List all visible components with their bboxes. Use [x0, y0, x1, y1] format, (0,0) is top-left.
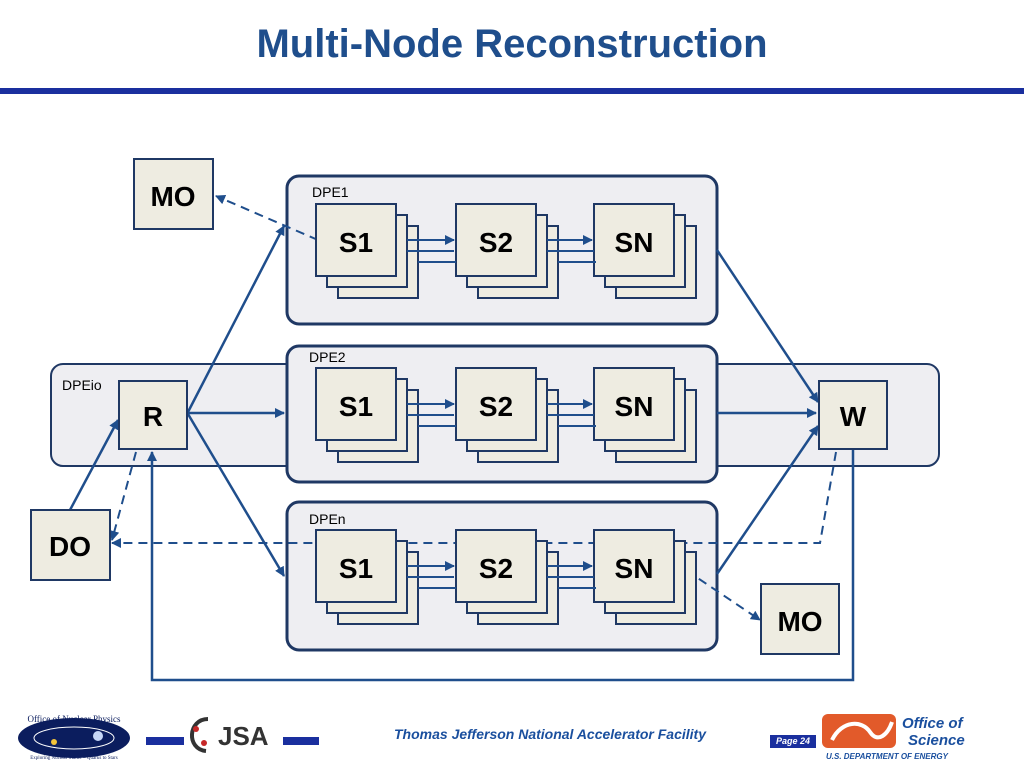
doe-text: U.S. DEPARTMENT OF ENERGY: [826, 752, 949, 761]
dpe2-s2-label: S2: [479, 391, 513, 422]
nuclear-physics-logo: Office of Nuclear Physics Exploring Nucl…: [14, 710, 134, 762]
reader-box: [118, 380, 188, 450]
reader-to-data-out-arrow: [109, 451, 137, 541]
dpe2-sn-box: [593, 367, 675, 441]
dpe1-label: DPE1: [312, 184, 349, 200]
writer-label: W: [840, 401, 867, 432]
nuclear-physics-tagline: Exploring Nuclear Matter – Quarks to Sta…: [30, 756, 118, 761]
dpen-s1-box: [315, 529, 397, 603]
jsa-logo: JSA: [178, 713, 288, 757]
writer-box: [818, 380, 888, 450]
jsa-logo-text: JSA: [218, 721, 269, 751]
footer-bar-left: [146, 737, 184, 745]
dpe1-stage-row: S1 S2 SN: [315, 203, 697, 299]
title-rule: [0, 88, 1024, 94]
dpen-stage-row: S1 S2 SN: [315, 529, 697, 625]
data-out-label: DO: [49, 531, 91, 562]
dpe2-s1-box: [315, 367, 397, 441]
dpe1-s2-box: [455, 203, 537, 277]
science-text: Science: [908, 732, 965, 749]
office-of-text: Office of: [902, 715, 965, 732]
dpen-to-writer-arrow: [715, 425, 820, 575]
footer-bar-middle: [283, 737, 319, 745]
dpe1-sn-box: [593, 203, 675, 277]
data-out-to-reader-arrow: [68, 419, 120, 511]
footer-facility-name: Thomas Jefferson National Accelerator Fa…: [394, 726, 706, 742]
dpe2-sn-label: SN: [615, 391, 654, 422]
dpen-s2-box: [455, 529, 537, 603]
dpe2-stage-row: S1 S2 SN: [315, 367, 697, 463]
reader-label: R: [143, 401, 163, 432]
dpe2-s2-box: [455, 367, 537, 441]
monitor-top-box: [133, 158, 214, 230]
dpe1-sn-label: SN: [615, 227, 654, 258]
reader-to-dpe1-arrow: [186, 225, 286, 413]
dpe1-s1-box: [315, 203, 397, 277]
dpeio-label: DPEio: [62, 377, 102, 393]
nuclear-physics-logo-text: Office of Nuclear Physics: [27, 714, 121, 724]
dpe2-s1-label: S1: [339, 391, 373, 422]
dpen-s1-label: S1: [339, 553, 373, 584]
dpen-sn-label: SN: [615, 553, 654, 584]
slide-title: Multi-Node Reconstruction: [256, 22, 768, 66]
dpen-sn-box: [593, 529, 675, 603]
dpe1-s2-label: S2: [479, 227, 513, 258]
dpen-label: DPEn: [309, 511, 346, 527]
monitor-top-label: MO: [150, 181, 195, 212]
dpen-s2-label: S2: [479, 553, 513, 584]
monitor-bottom-label: MO: [777, 606, 822, 637]
dpe1-to-monitor-arrow: [215, 194, 319, 241]
writer-loopback-arrow: [147, 450, 855, 682]
data-out-box: [30, 509, 111, 581]
writer-to-data-out-arrow: [111, 451, 837, 548]
dpe1-to-writer-arrow: [715, 249, 820, 403]
dpe1-s1-label: S1: [339, 227, 373, 258]
reader-to-dpen-arrow: [186, 413, 286, 577]
monitor-bottom-box: [760, 583, 840, 655]
page-number: Page 24: [770, 735, 816, 748]
office-of-science-logo: Office of Science U.S. DEPARTMENT OF ENE…: [822, 712, 1002, 762]
dpe2-label: DPE2: [309, 349, 346, 365]
